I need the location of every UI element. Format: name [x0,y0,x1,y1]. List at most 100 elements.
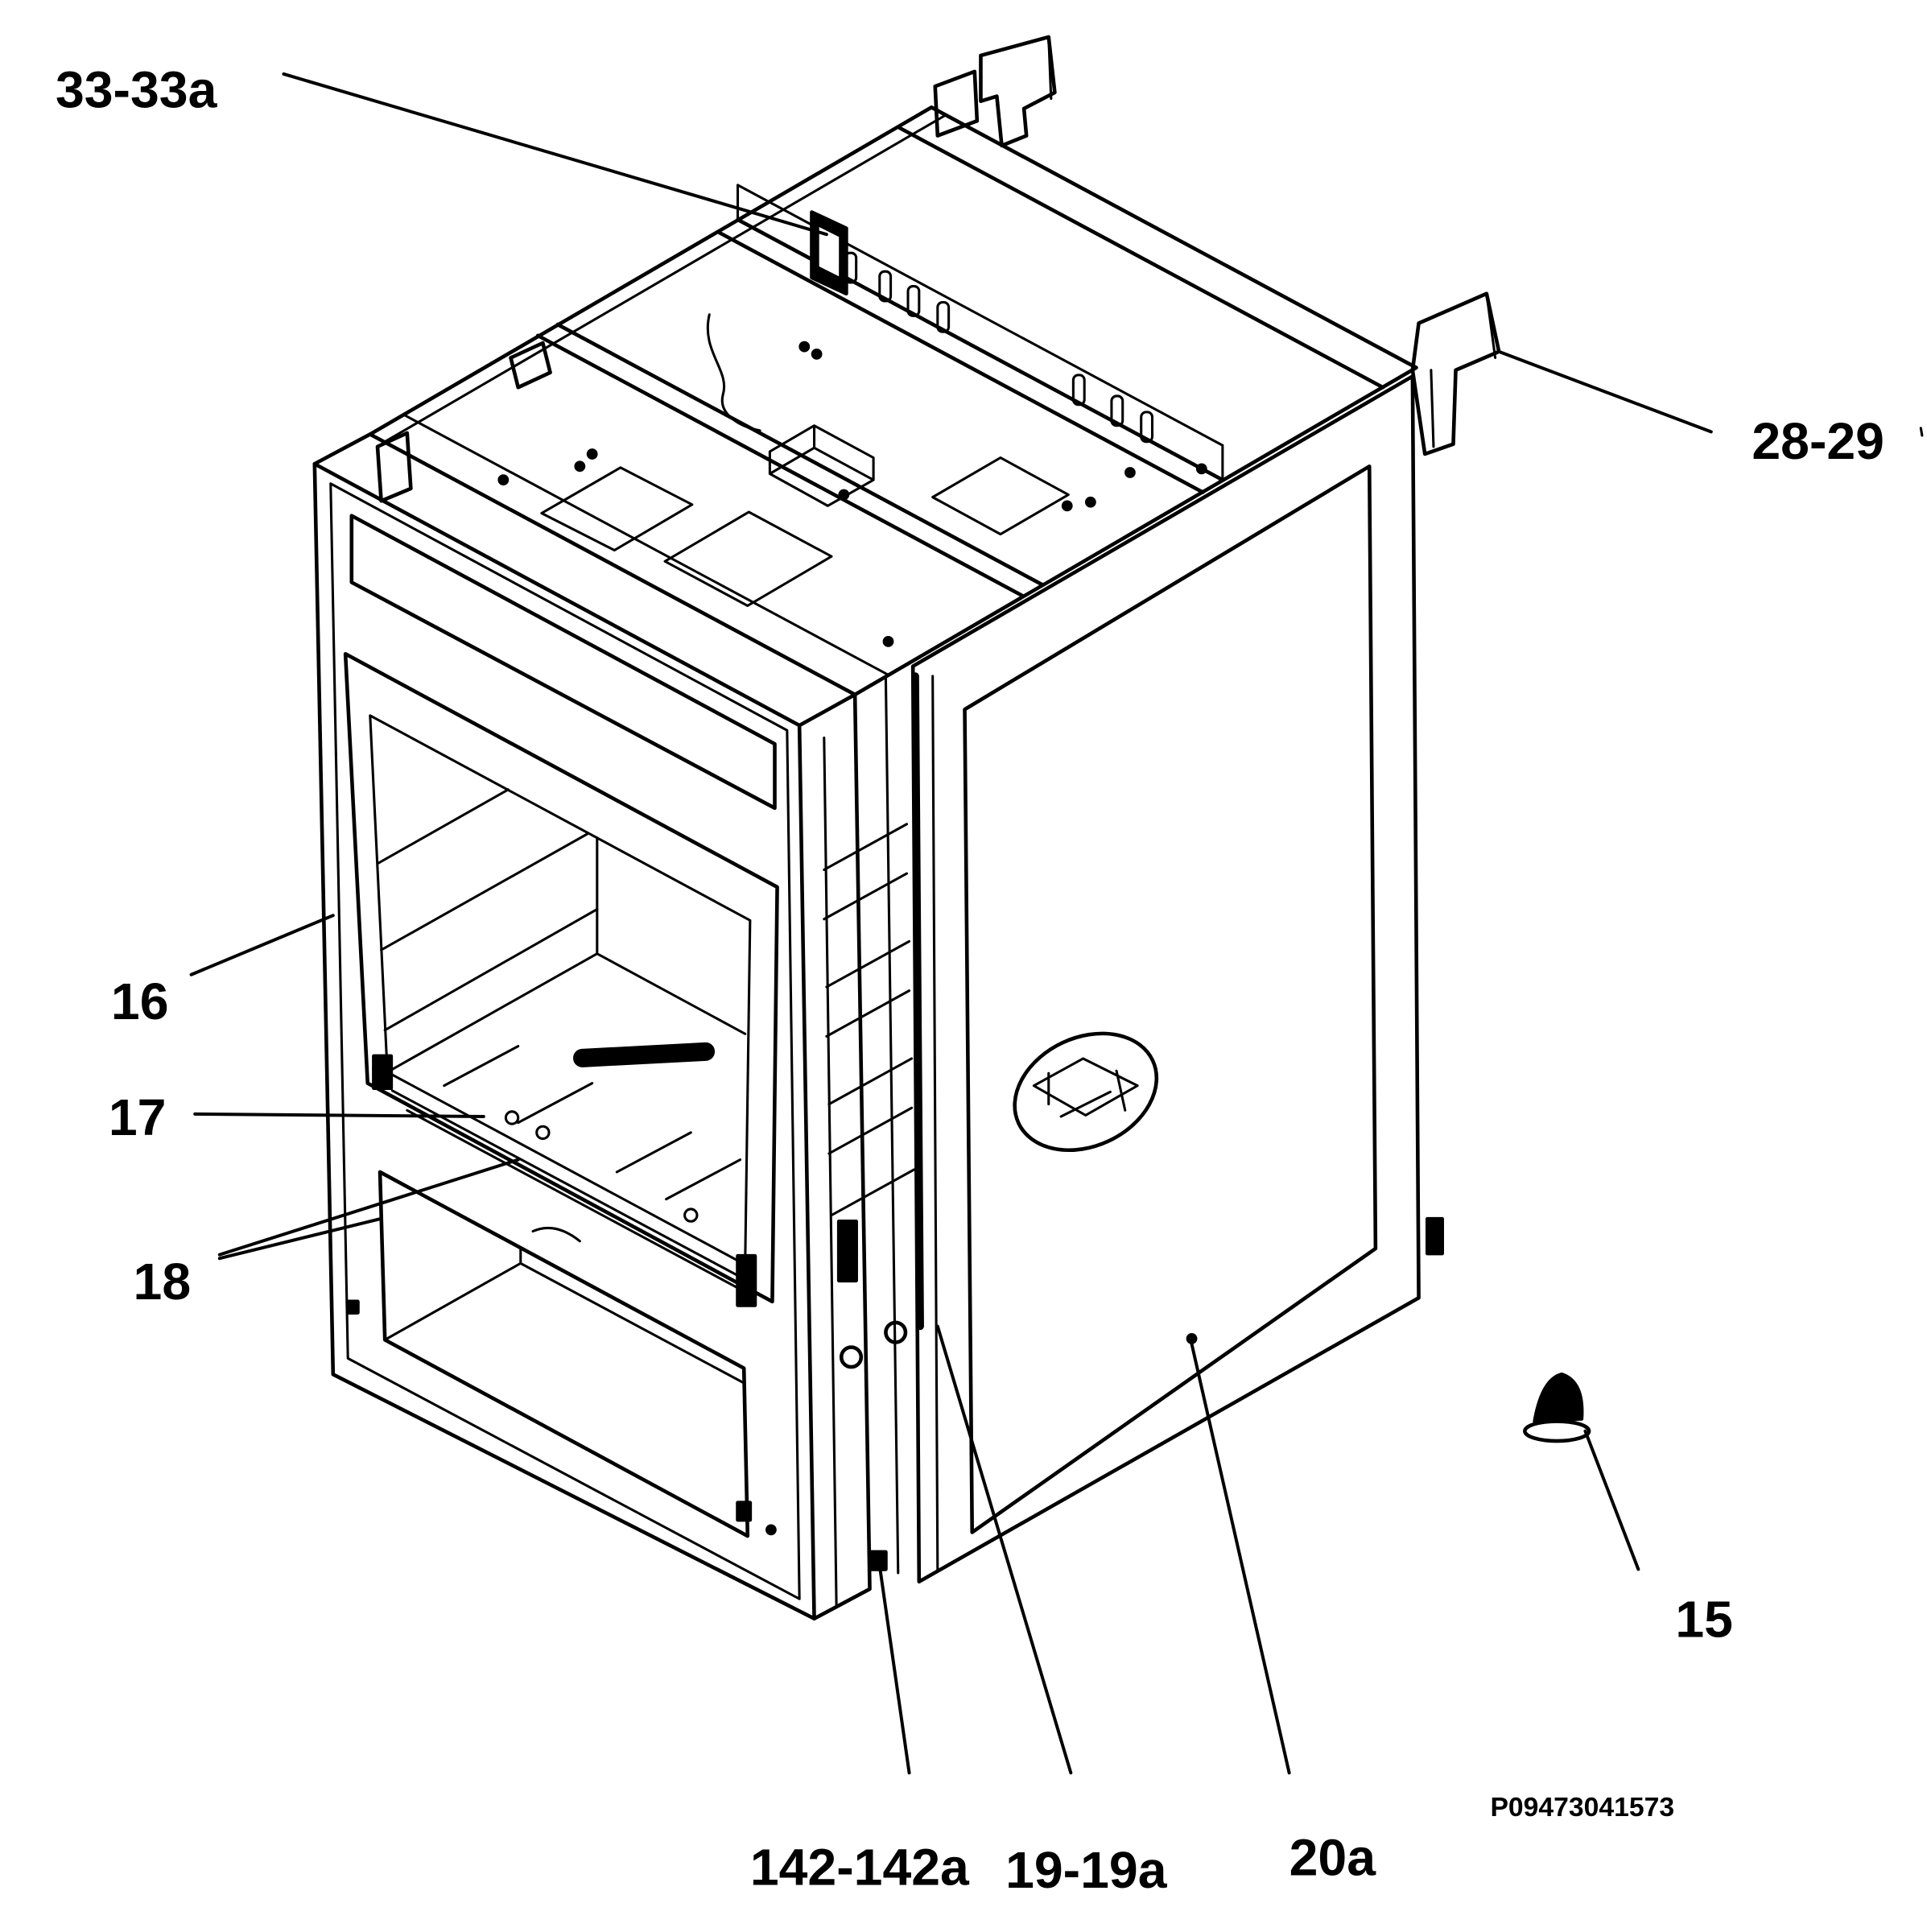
side-rails [823,677,916,1608]
leader-line-15 [1583,1429,1640,1571]
vent-grille [1032,1057,1139,1118]
screw [1084,496,1096,508]
side-panel-outline [910,374,1421,1584]
pan-edge [390,1089,745,1280]
callout-33-33a: 33-33a [56,60,218,118]
cavity-floor-edges [386,836,747,1074]
oven-line-art [189,35,1924,1775]
callout-18: 18 [134,1253,192,1311]
pan-hole [504,1110,520,1125]
runner-end-right [736,1253,757,1307]
control-panel-strip [349,514,777,811]
leader-line-33-33a [282,72,828,237]
upper-oven-cavity [343,651,779,1304]
callout-20a: 20a [1289,1829,1377,1887]
rail-ribs [823,823,916,1217]
cavity-rod [573,1042,716,1067]
screw [798,341,811,353]
side-panel-thickness [931,675,939,1572]
callout-15: 15 [1675,1591,1733,1649]
top-back-rail [896,125,1385,390]
foot-base [1523,1419,1591,1443]
callout-17: 17 [109,1088,167,1146]
rail-vertical [884,677,900,1575]
front-frame-inner [329,482,801,1600]
leader-line-17 [193,1112,485,1118]
rack-bars [443,1045,742,1201]
slot-row [844,251,1154,444]
slot [1110,394,1124,427]
screw [811,348,823,360]
bracket-edge [1047,35,1053,101]
drawing-code: P09473041573 [1490,1792,1674,1823]
front-frame-thickness [312,432,857,728]
hinge-block [836,1219,858,1283]
leader-line-16 [189,914,335,976]
cable [706,313,761,432]
leader-lines [189,72,1924,1775]
rail-bracket-left [509,341,552,390]
leader-line-19-19a [935,1324,1073,1775]
hinge-screw [839,1345,864,1369]
pan-hole [683,1208,699,1223]
rear-left-bracket [933,35,1057,148]
pan-hole [535,1125,551,1141]
runner-end-left [372,1054,394,1091]
top-bracket-33 [810,210,848,296]
lower-opening [378,1170,750,1538]
screw [1195,463,1207,475]
slot [878,270,893,303]
part-15-foot [1523,1372,1591,1443]
cavity-opening-inner [369,714,752,1266]
vent-ring [1013,1031,1159,1153]
screw [882,636,894,647]
top-plate-c [931,456,1070,536]
shelf-runners [376,788,599,1032]
grill-pan [372,1045,757,1307]
slot [1140,411,1154,444]
rear-right-bracket [1410,291,1501,456]
callout-28-29: 28-29 [1752,412,1884,470]
leader-line-28-29 [1497,349,1713,434]
stray-tick-mark [1919,427,1924,437]
rail-vertical [823,736,838,1608]
callout-16: 16 [111,972,169,1030]
top-box [768,424,875,507]
front-frame-outline [312,461,816,1621]
leader-line-18 [217,1158,520,1261]
top-frame [368,105,1418,697]
frame-screw [345,1299,360,1315]
top-left-edge-rail [383,113,948,444]
side-panel-inner [963,464,1378,1534]
bracket-upper [979,35,1057,148]
top-outline [368,105,1418,697]
bracket-body [1410,291,1501,456]
lower-compartment [378,1170,750,1538]
slot [906,285,921,317]
frame-screw [765,1524,777,1536]
slot [936,300,951,333]
top-plate-a [540,466,694,552]
callout-labels: 33-33a 28-29 16 17 18 15 142-142a 19-19a… [56,60,1884,1898]
bracket-edge [1430,292,1497,448]
pan-edge-lower [406,1108,742,1291]
lower-floor-edges [383,1245,745,1385]
screw [586,448,598,460]
bracket-window [819,226,840,277]
lower-latch [531,1226,581,1243]
door-seal-strip [911,672,924,1331]
bracket-lower [933,69,980,138]
leader-line-142-142a [877,1555,911,1775]
front-left-bracket [375,431,413,503]
side-panel-clip [1425,1216,1444,1256]
slot [1071,374,1086,407]
side-panel [910,374,1444,1584]
top-front-rail [402,413,890,676]
cavity-opening-outer [343,651,779,1304]
hinge-screw [884,1320,908,1344]
side-vent [1013,1031,1159,1153]
top-cross-rail-front [535,322,1045,598]
screw [1124,467,1136,478]
callout-19-19a: 19-19a [1005,1841,1168,1899]
